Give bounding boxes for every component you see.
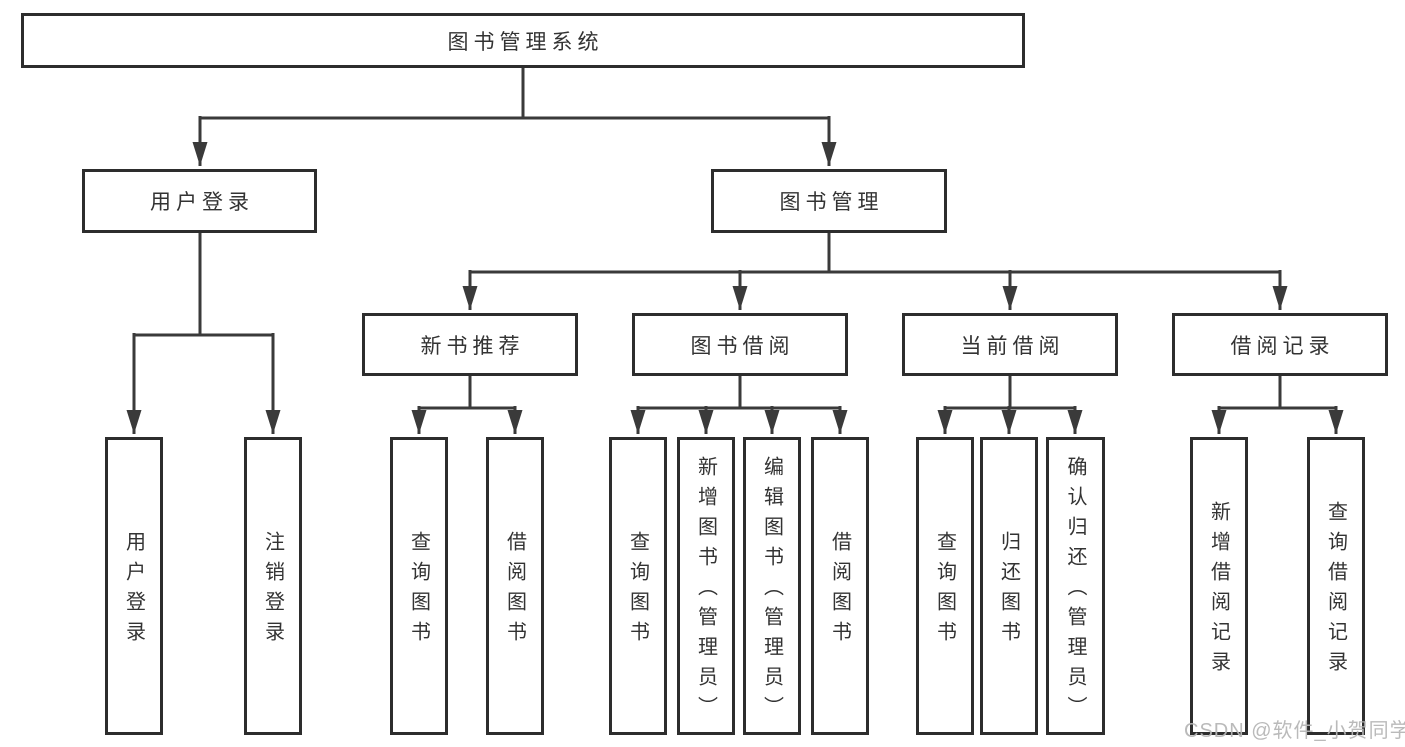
- node-new-book-recommend: 新书推荐: [362, 313, 578, 376]
- leaf-new-book-query-label: 查询图书: [407, 531, 430, 651]
- node-user-login-label: 用户登录: [150, 191, 254, 214]
- leaf-return-book-label: 归还图书: [997, 531, 1020, 651]
- connector-current-borrow-children: [937, 375, 1083, 434]
- leaf-current-query: 查询图书: [916, 437, 974, 735]
- leaf-add-book-admin: 新增图书（管理员）: [677, 437, 735, 735]
- leaf-add-borrow-record: 新增借阅记录: [1190, 437, 1248, 735]
- connector-new-book-children: [411, 375, 523, 434]
- node-book-management: 图书管理: [711, 169, 947, 233]
- leaf-confirm-return-admin: 确认归还（管理员）: [1046, 437, 1105, 735]
- leaf-borrow-book-label: 借阅图书: [828, 531, 851, 651]
- leaf-new-book-borrow-label: 借阅图书: [503, 531, 526, 651]
- leaf-borrow-query-label: 查询图书: [626, 531, 649, 651]
- node-root: 图书管理系统: [21, 13, 1025, 68]
- leaf-borrow-book: 借阅图书: [811, 437, 869, 735]
- node-current-borrow-label: 当前借阅: [960, 334, 1065, 358]
- leaf-add-book-admin-label: 新增图书（管理员）: [694, 456, 717, 726]
- node-root-label: 图书管理系统: [447, 30, 604, 54]
- leaf-user-login: 用户登录: [105, 437, 163, 735]
- leaf-logout-label: 注销登录: [261, 531, 284, 651]
- connector-borrow-records-children: [1211, 375, 1344, 434]
- leaf-logout: 注销登录: [244, 437, 302, 735]
- leaf-query-borrow-record-label: 查询借阅记录: [1324, 501, 1347, 681]
- connector-book-management-children: [462, 232, 1288, 310]
- leaf-return-book: 归还图书: [980, 437, 1038, 735]
- leaf-edit-book-admin-label: 编辑图书（管理员）: [760, 456, 783, 726]
- leaf-edit-book-admin: 编辑图书（管理员）: [743, 437, 801, 735]
- connector-book-borrow-children: [630, 375, 848, 434]
- node-new-book-recommend-label: 新书推荐: [420, 334, 525, 358]
- csdn-watermark: CSDN @软件_小贺同学: [1184, 720, 1405, 742]
- connector-user-login-children: [126, 232, 281, 434]
- node-book-borrow: 图书借阅: [632, 313, 848, 376]
- leaf-current-query-label: 查询图书: [933, 531, 956, 651]
- node-book-borrow-label: 图书借阅: [690, 334, 795, 358]
- leaf-query-borrow-record: 查询借阅记录: [1307, 437, 1365, 735]
- node-borrow-records-label: 借阅记录: [1230, 334, 1335, 358]
- leaf-new-book-borrow: 借阅图书: [486, 437, 544, 735]
- node-book-management-label: 图书管理: [779, 191, 884, 214]
- leaf-add-borrow-record-label: 新增借阅记录: [1207, 501, 1230, 681]
- leaf-borrow-query: 查询图书: [609, 437, 667, 735]
- node-borrow-records: 借阅记录: [1172, 313, 1388, 376]
- connector-root-to-level2: [192, 67, 837, 166]
- node-user-login: 用户登录: [82, 169, 317, 233]
- leaf-new-book-query: 查询图书: [390, 437, 448, 735]
- leaf-user-login-label: 用户登录: [122, 531, 145, 651]
- node-current-borrow: 当前借阅: [902, 313, 1118, 376]
- leaf-confirm-return-admin-label: 确认归还（管理员）: [1064, 456, 1086, 726]
